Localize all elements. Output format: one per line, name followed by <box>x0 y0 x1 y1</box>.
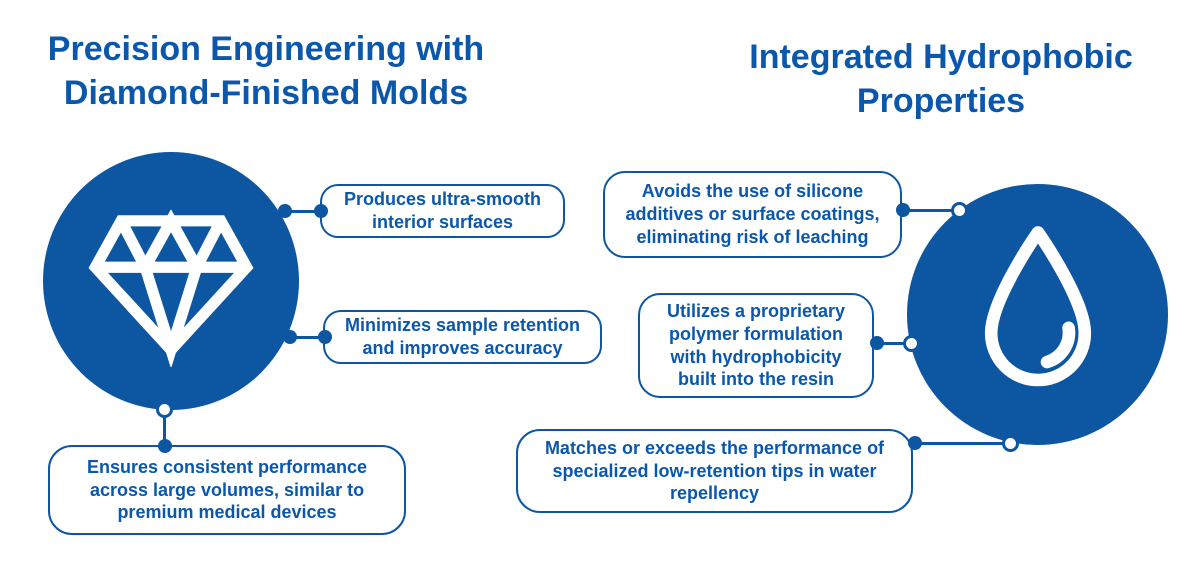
connector-dot-hollow <box>1002 435 1019 452</box>
callout-ultra-smooth: Produces ultra-smooth interior surfaces <box>320 184 565 238</box>
connector-dot <box>908 436 922 450</box>
callout-text: Utilizes a proprietary polymer formulati… <box>666 301 846 390</box>
connector-dot <box>318 330 332 344</box>
connector-dot-hollow <box>903 335 920 352</box>
callout-text: Avoids the use of silicone additives or … <box>625 181 880 247</box>
callout-avoids-silicone: Avoids the use of silicone additives or … <box>603 171 902 258</box>
callout-consistent-performance: Ensures consistent performance across la… <box>48 445 406 535</box>
connector-line <box>877 342 912 345</box>
connector-line <box>903 209 960 212</box>
water-drop-icon <box>984 225 1091 386</box>
diamond-circle-badge <box>43 152 299 410</box>
callout-text: Produces ultra-smooth interior surfaces <box>343 189 542 232</box>
connector-dot <box>278 204 292 218</box>
connector-dot-hollow <box>951 202 968 219</box>
water-drop-circle-badge <box>907 184 1168 445</box>
connector-line <box>289 336 326 339</box>
diamond-icon <box>88 209 254 367</box>
callout-water-repellency: Matches or exceeds the performance of sp… <box>516 429 913 513</box>
connector-line <box>163 410 166 447</box>
left-section-title: Precision Engineering with Diamond-Finis… <box>47 30 485 112</box>
connector-dot <box>283 330 297 344</box>
callout-text: Ensures consistent performance across la… <box>86 456 368 523</box>
connector-line <box>285 210 322 213</box>
connector-line <box>915 442 1011 445</box>
connector-dot <box>870 336 884 350</box>
connector-dot <box>896 203 910 217</box>
callout-sample-retention: Minimizes sample retention and improves … <box>323 310 602 364</box>
connector-dot-hollow <box>156 401 173 418</box>
connector-dot <box>314 204 328 218</box>
right-section-title: Integrated Hydrophobic Properties <box>749 38 1133 120</box>
callout-text: Minimizes sample retention and improves … <box>344 315 581 358</box>
callout-text: Matches or exceeds the performance of sp… <box>544 437 885 504</box>
callout-polymer-formulation: Utilizes a proprietary polymer formulati… <box>638 293 874 398</box>
connector-dot <box>158 439 172 453</box>
